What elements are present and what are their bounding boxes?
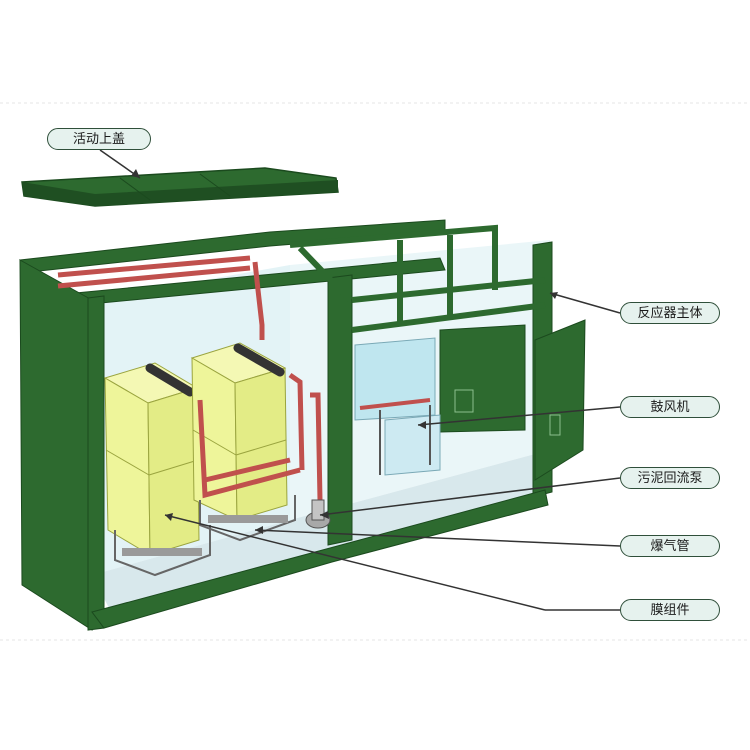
label-membrane-module: 膜组件 [620,599,720,621]
right-door [454,319,586,481]
label-blower: 鼓风机 [620,396,720,418]
leader-arrowheads [131,169,558,534]
blower [354,337,441,476]
removable-lid [21,167,339,207]
label-reactor-body: 反应器主体 [620,302,720,324]
top-railing [289,224,546,333]
label-aeration-pipe: 爆气管 [620,535,720,557]
label-sludge-return-pump: 污泥回流泵 [620,467,720,489]
label-removable-lid: 活动上盖 [47,128,151,150]
top-pipes [57,255,265,340]
aeration-pipes [197,372,323,501]
membrane-tank-left [103,362,211,577]
